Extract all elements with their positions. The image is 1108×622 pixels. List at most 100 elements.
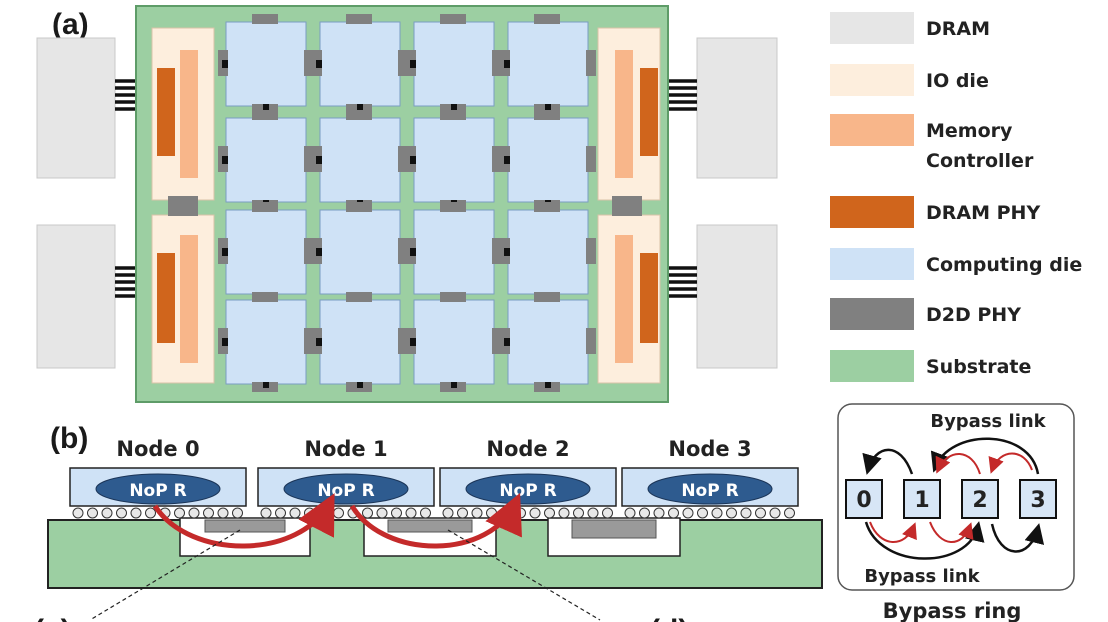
ring-node: 2 [961, 479, 999, 519]
solder-bump [260, 507, 272, 519]
node-label: Node 1 [304, 437, 387, 461]
computing-die [406, 110, 502, 210]
bypass-arc-0-1 [152, 493, 335, 549]
d2d-phy [398, 238, 408, 264]
computing-die [500, 202, 596, 302]
ring-arc-top-1-0 [862, 448, 914, 475]
io-die-right-top [597, 27, 661, 201]
legend-label: IO die [926, 70, 989, 92]
d2d-phy [586, 328, 596, 354]
d2d-phy [492, 50, 502, 76]
legend-label: Memory [926, 120, 1013, 142]
computing-die-grid [168, 14, 642, 392]
callout-line-d [447, 529, 601, 621]
d2d-phy [398, 50, 408, 76]
legend-swatch [830, 12, 914, 44]
solder-bump [668, 507, 679, 519]
computing-die [312, 292, 408, 392]
computing-die [406, 202, 502, 302]
legend-label: Computing die [926, 254, 1082, 276]
d2d-phy [252, 110, 278, 120]
solder-bump [784, 507, 795, 519]
dram-block [696, 224, 778, 369]
solder-bump [101, 507, 113, 519]
solder-bump [116, 507, 127, 519]
d2d-phy [492, 328, 502, 354]
d2d-phy [346, 202, 372, 212]
ring-node-label: 2 [972, 488, 987, 513]
ring-arc-bottom-red-0-1 [869, 521, 917, 543]
d2d-phy [534, 110, 560, 120]
d2d-phy [304, 328, 314, 354]
solder-bump [420, 507, 431, 519]
solder-bump [515, 507, 526, 519]
solder-bump [145, 507, 156, 519]
computing-die [218, 110, 314, 210]
nop-router-label: NoP R [499, 481, 556, 501]
panel-label-b: (b) [50, 422, 88, 455]
panel-label-d: (d) [650, 614, 688, 622]
solder-bump [457, 507, 468, 519]
solder-bump [587, 507, 599, 519]
dram-block [36, 37, 116, 179]
solder-bump [333, 507, 344, 519]
package-top-view [36, 5, 778, 403]
legend-swatch [830, 298, 914, 330]
computing-die [218, 292, 314, 392]
computing-die [406, 14, 502, 114]
bypass-ring-caption: Bypass ring [883, 599, 1022, 622]
computing-die [312, 202, 408, 302]
bridge-2 [547, 517, 681, 557]
solder-bump [471, 507, 483, 519]
solder-bump [639, 507, 650, 519]
legend-swatch [830, 64, 914, 96]
d2d-phy [586, 238, 596, 264]
d2d-phy [168, 196, 198, 216]
d2d-phy [440, 14, 466, 24]
d2d-phy [304, 50, 314, 76]
computing-die [500, 110, 596, 210]
solder-bump [405, 507, 417, 519]
d2d-phy [346, 14, 372, 24]
solder-bump [529, 507, 541, 519]
d2d-phy [440, 292, 466, 302]
d2d-phy [252, 292, 278, 302]
ring-arc-bottom-red-1-2 [929, 521, 974, 543]
computing-die [500, 14, 596, 114]
d2d-phy [398, 328, 408, 354]
d2d-phy [586, 50, 596, 76]
solder-bump [755, 507, 766, 519]
legend-label: DRAM PHY [926, 202, 1040, 224]
solder-bump [653, 507, 665, 519]
legend-label: D2D PHY [926, 304, 1021, 326]
panel-label-a: (a) [52, 8, 89, 41]
nop-router-label: NoP R [681, 481, 738, 501]
solder-bump [289, 507, 301, 519]
d2d-phy [440, 202, 466, 212]
legend-label: Substrate [926, 356, 1031, 378]
solder-bump [87, 507, 98, 519]
d2d-phy [534, 202, 560, 212]
solder-bump [362, 507, 373, 519]
solder-bump [174, 507, 185, 519]
legend-swatch [830, 248, 914, 280]
io-die-left-bottom [151, 214, 215, 384]
d2d-phy [586, 146, 596, 172]
ring-node-label: 1 [914, 488, 929, 513]
d2d-phy [346, 292, 372, 302]
solder-bump [682, 507, 694, 519]
bypass-ring-frame [837, 403, 1075, 591]
solder-bump [697, 507, 708, 519]
ring-arc-top-red-2-1 [935, 453, 981, 475]
solder-bump [602, 507, 613, 519]
d2d-phy [304, 238, 314, 264]
computing-die [218, 202, 314, 302]
computing-die [312, 110, 408, 210]
